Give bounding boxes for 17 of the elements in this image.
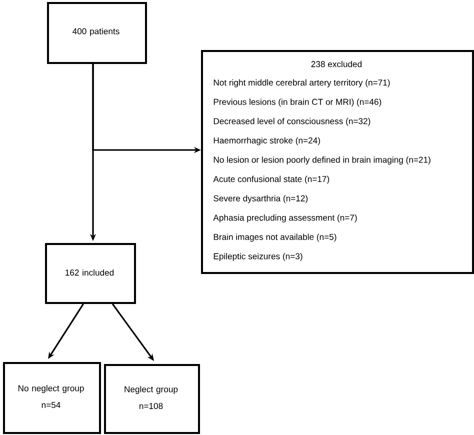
list-item: Haemorrhagic stroke (n=24) [214,137,320,146]
box-label: n=108 [140,402,163,410]
list-item: Epileptic seizures (n=3) [214,253,302,261]
box-label: n=54 [42,402,60,408]
box-label: No neglect group [18,385,84,393]
list-item: Brain images not available (n=5) [214,234,336,242]
list-item: Not right middle cerebral artery territory (n=71) [214,79,390,88]
list-item: Acute confusional state (n=17) [213,176,330,184]
box-label: Neglect group [124,386,178,394]
list-item: No lesion or lesion poorly defined in brain imaging (n=21) [214,156,430,164]
list-item: Previous lesions (in brain CT or MRI) (n=46) [214,98,382,107]
box-label: 162 included [66,269,114,276]
heading: 238 excluded [311,60,362,68]
list-item: Decreased level of consciousness (n=32) [214,118,370,126]
box-label: 400 patients [72,28,120,36]
list-item: Aphasia precluding assessment (n=7) [213,214,357,222]
list-item: Severe dysarthria (n=12) [214,195,308,204]
